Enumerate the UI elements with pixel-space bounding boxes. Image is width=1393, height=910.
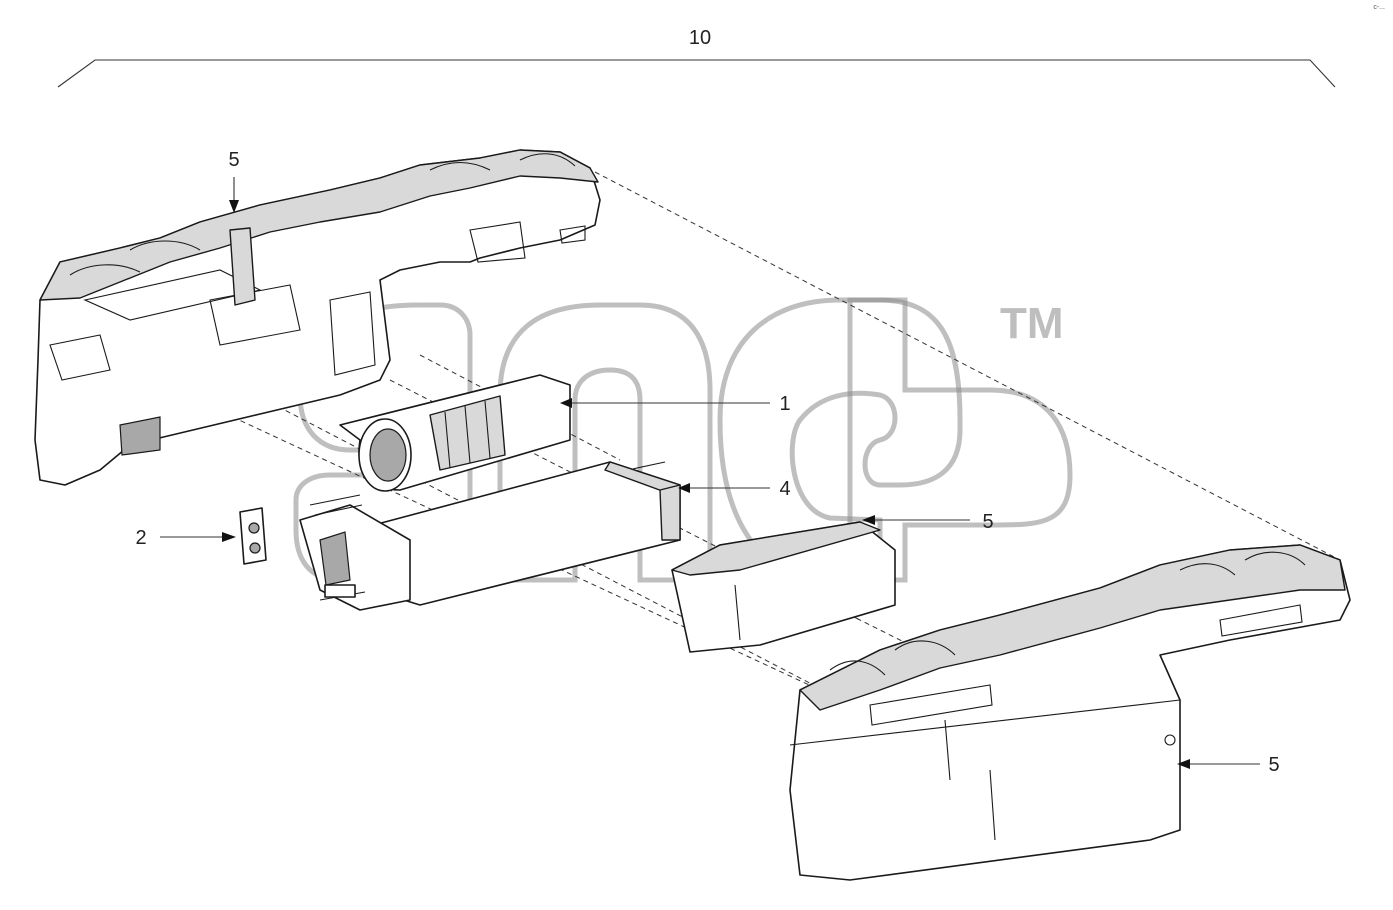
- callout-housing-middle: 5: [982, 511, 993, 533]
- callout-blower: 1: [779, 393, 790, 415]
- corner-mark: c‑...: [1373, 4, 1385, 11]
- callout-leaders: [160, 177, 1260, 769]
- duct-cover: [671, 521, 896, 653]
- expansion-valve: [239, 507, 267, 565]
- callout-evaporator-core: 4: [779, 478, 790, 500]
- pipe-block: [299, 494, 411, 611]
- lower-housing: [789, 544, 1351, 881]
- callout-valve: 2: [135, 527, 146, 549]
- trademark-symbol: TM: [1000, 299, 1064, 348]
- blower-motor: [339, 374, 571, 492]
- evaporator-core: [354, 461, 681, 606]
- callout-assembly: 10: [689, 27, 711, 49]
- assembly-bracket: [57, 59, 1336, 88]
- callout-housing-top: 5: [228, 149, 239, 171]
- callout-housing-bottom: 5: [1268, 754, 1279, 776]
- upper-housing: [34, 149, 601, 486]
